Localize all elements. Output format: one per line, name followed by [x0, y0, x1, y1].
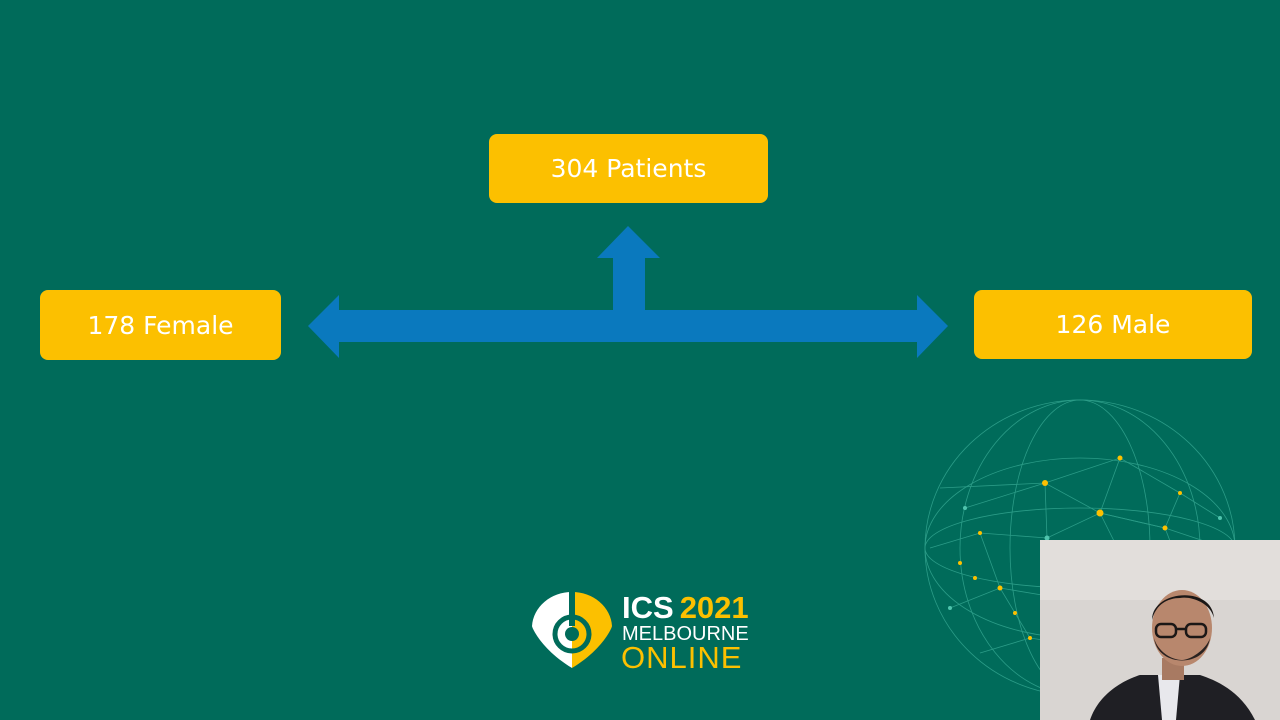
logo-city-text: MELBOURNE	[622, 623, 749, 645]
ics-logo-emblem	[532, 591, 612, 668]
male-count-box: 126 Male	[974, 290, 1252, 359]
up-arrow	[597, 226, 660, 310]
logo-year-text: 2021	[679, 590, 749, 625]
logo-online-text: ONLINE	[621, 640, 743, 675]
male-count-label: 126 Male	[1055, 310, 1171, 339]
double-headed-arrow	[308, 295, 948, 358]
patients-total-box: 304 Patients	[489, 134, 768, 203]
presenter-webcam-video	[1040, 540, 1280, 720]
logo-ics-text: ICS	[622, 590, 674, 625]
female-count-label: 178 Female	[87, 310, 234, 340]
female-count-box: 178 Female	[40, 290, 281, 360]
presenter-video-frame	[1040, 540, 1280, 720]
patients-total-label: 304 Patients	[550, 154, 707, 183]
